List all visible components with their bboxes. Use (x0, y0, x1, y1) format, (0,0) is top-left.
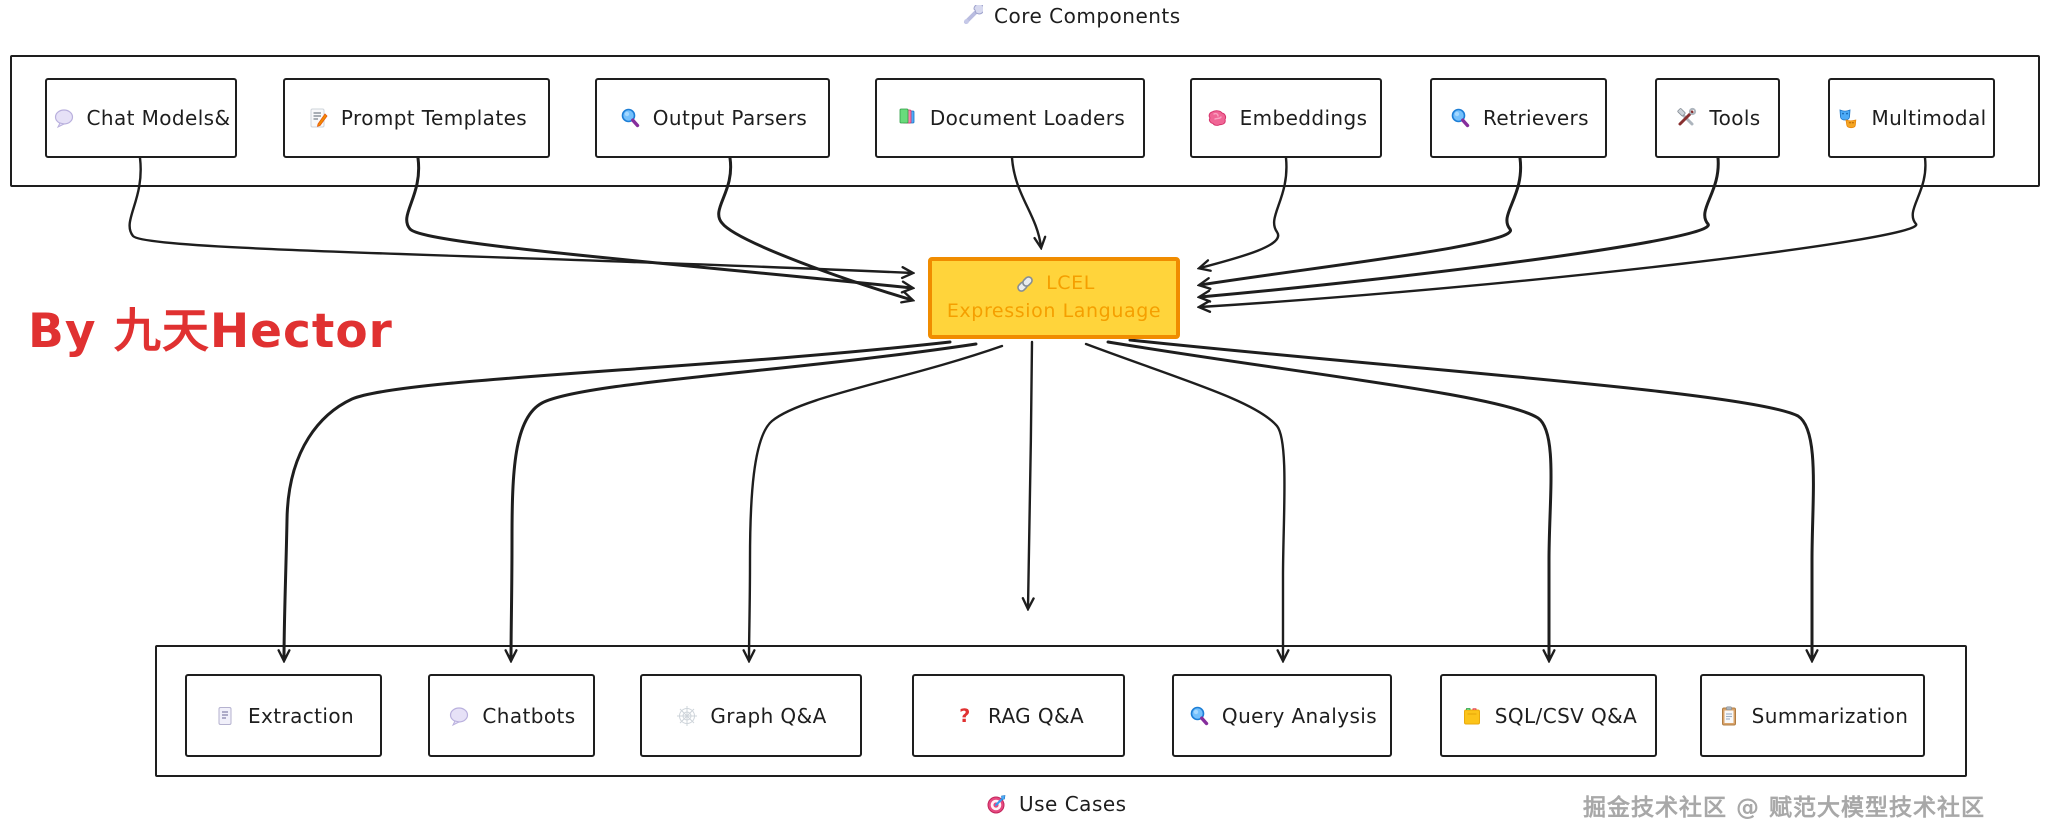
wrench-icon (960, 4, 984, 28)
lcel-node: LCEL Expression Language (928, 257, 1180, 339)
core-component-document-loaders: Document Loaders (875, 78, 1145, 158)
speech-bubble-icon (447, 704, 471, 728)
use-case-chatbots: Chatbots (428, 674, 595, 757)
core-component-label: Retrievers (1482, 106, 1589, 130)
use-case-summarization: Summarization (1700, 674, 1925, 757)
brain-icon (1205, 106, 1229, 130)
core-component-tools: Tools (1655, 78, 1780, 158)
core-component-chat-models: Chat Models& (45, 78, 237, 158)
card-index-icon (1460, 704, 1484, 728)
hammer-wrench-icon (1674, 106, 1698, 130)
magnifier-icon (1448, 106, 1472, 130)
use-case-label: Summarization (1751, 703, 1909, 728)
books-icon (895, 106, 919, 130)
use-case-rag-q-a: ? RAG Q&A (912, 674, 1125, 757)
use-cases-frame (155, 645, 1967, 777)
clipboard-icon (1717, 704, 1741, 728)
core-component-retrievers: Retrievers (1430, 78, 1607, 158)
use-case-label: SQL/CSV Q&A (1494, 703, 1638, 728)
question-icon: ? (953, 704, 977, 728)
use-cases-title: Use Cases (985, 792, 1127, 816)
lcel-title: LCEL (1046, 272, 1095, 295)
memo-icon (306, 106, 330, 130)
author-signature: By 九天Hector (28, 304, 393, 359)
use-case-sql-csv-q-a: SQL/CSV Q&A (1440, 674, 1657, 757)
use-case-graph-q-a: Graph Q&A (640, 674, 862, 757)
use-case-label: Chatbots (482, 703, 576, 728)
core-component-output-parsers: Output Parsers (595, 78, 830, 158)
page-icon (213, 704, 237, 728)
core-component-label: Embeddings (1239, 106, 1368, 130)
use-case-label: RAG Q&A (987, 703, 1085, 728)
magnifier-icon (1187, 704, 1211, 728)
use-cases-title-label: Use Cases (1019, 792, 1127, 816)
core-components-title-label: Core Components (994, 4, 1181, 28)
masks-icon (1836, 106, 1860, 130)
lcel-subtitle: Expression Language (946, 300, 1162, 322)
core-component-label: Chat Models& (86, 106, 231, 130)
magnifier-icon (618, 106, 642, 130)
watermark-text: 掘金技术社区 @ 赋范大模型技术社区 (1582, 795, 1985, 821)
core-component-multimodal: Multimodal (1828, 78, 1995, 158)
core-component-label: Multimodal (1871, 106, 1987, 130)
core-component-embeddings: Embeddings (1190, 78, 1382, 158)
core-component-label: Document Loaders (929, 106, 1126, 130)
speech-bubble-icon (52, 106, 76, 130)
link-icon (1013, 272, 1037, 296)
use-case-label: Graph Q&A (710, 703, 827, 728)
core-component-label: Tools (1709, 106, 1761, 130)
use-case-label: Extraction (247, 703, 355, 728)
core-components-title: Core Components (960, 4, 1181, 28)
core-component-label: Prompt Templates (340, 106, 528, 130)
core-component-prompt-templates: Prompt Templates (283, 78, 550, 158)
use-case-query-analysis: Query Analysis (1172, 674, 1392, 757)
use-case-extraction: Extraction (185, 674, 382, 757)
svg-text:?: ? (959, 705, 970, 727)
target-icon (985, 792, 1009, 816)
web-icon (675, 704, 699, 728)
core-component-label: Output Parsers (652, 106, 808, 130)
use-case-label: Query Analysis (1221, 703, 1378, 728)
